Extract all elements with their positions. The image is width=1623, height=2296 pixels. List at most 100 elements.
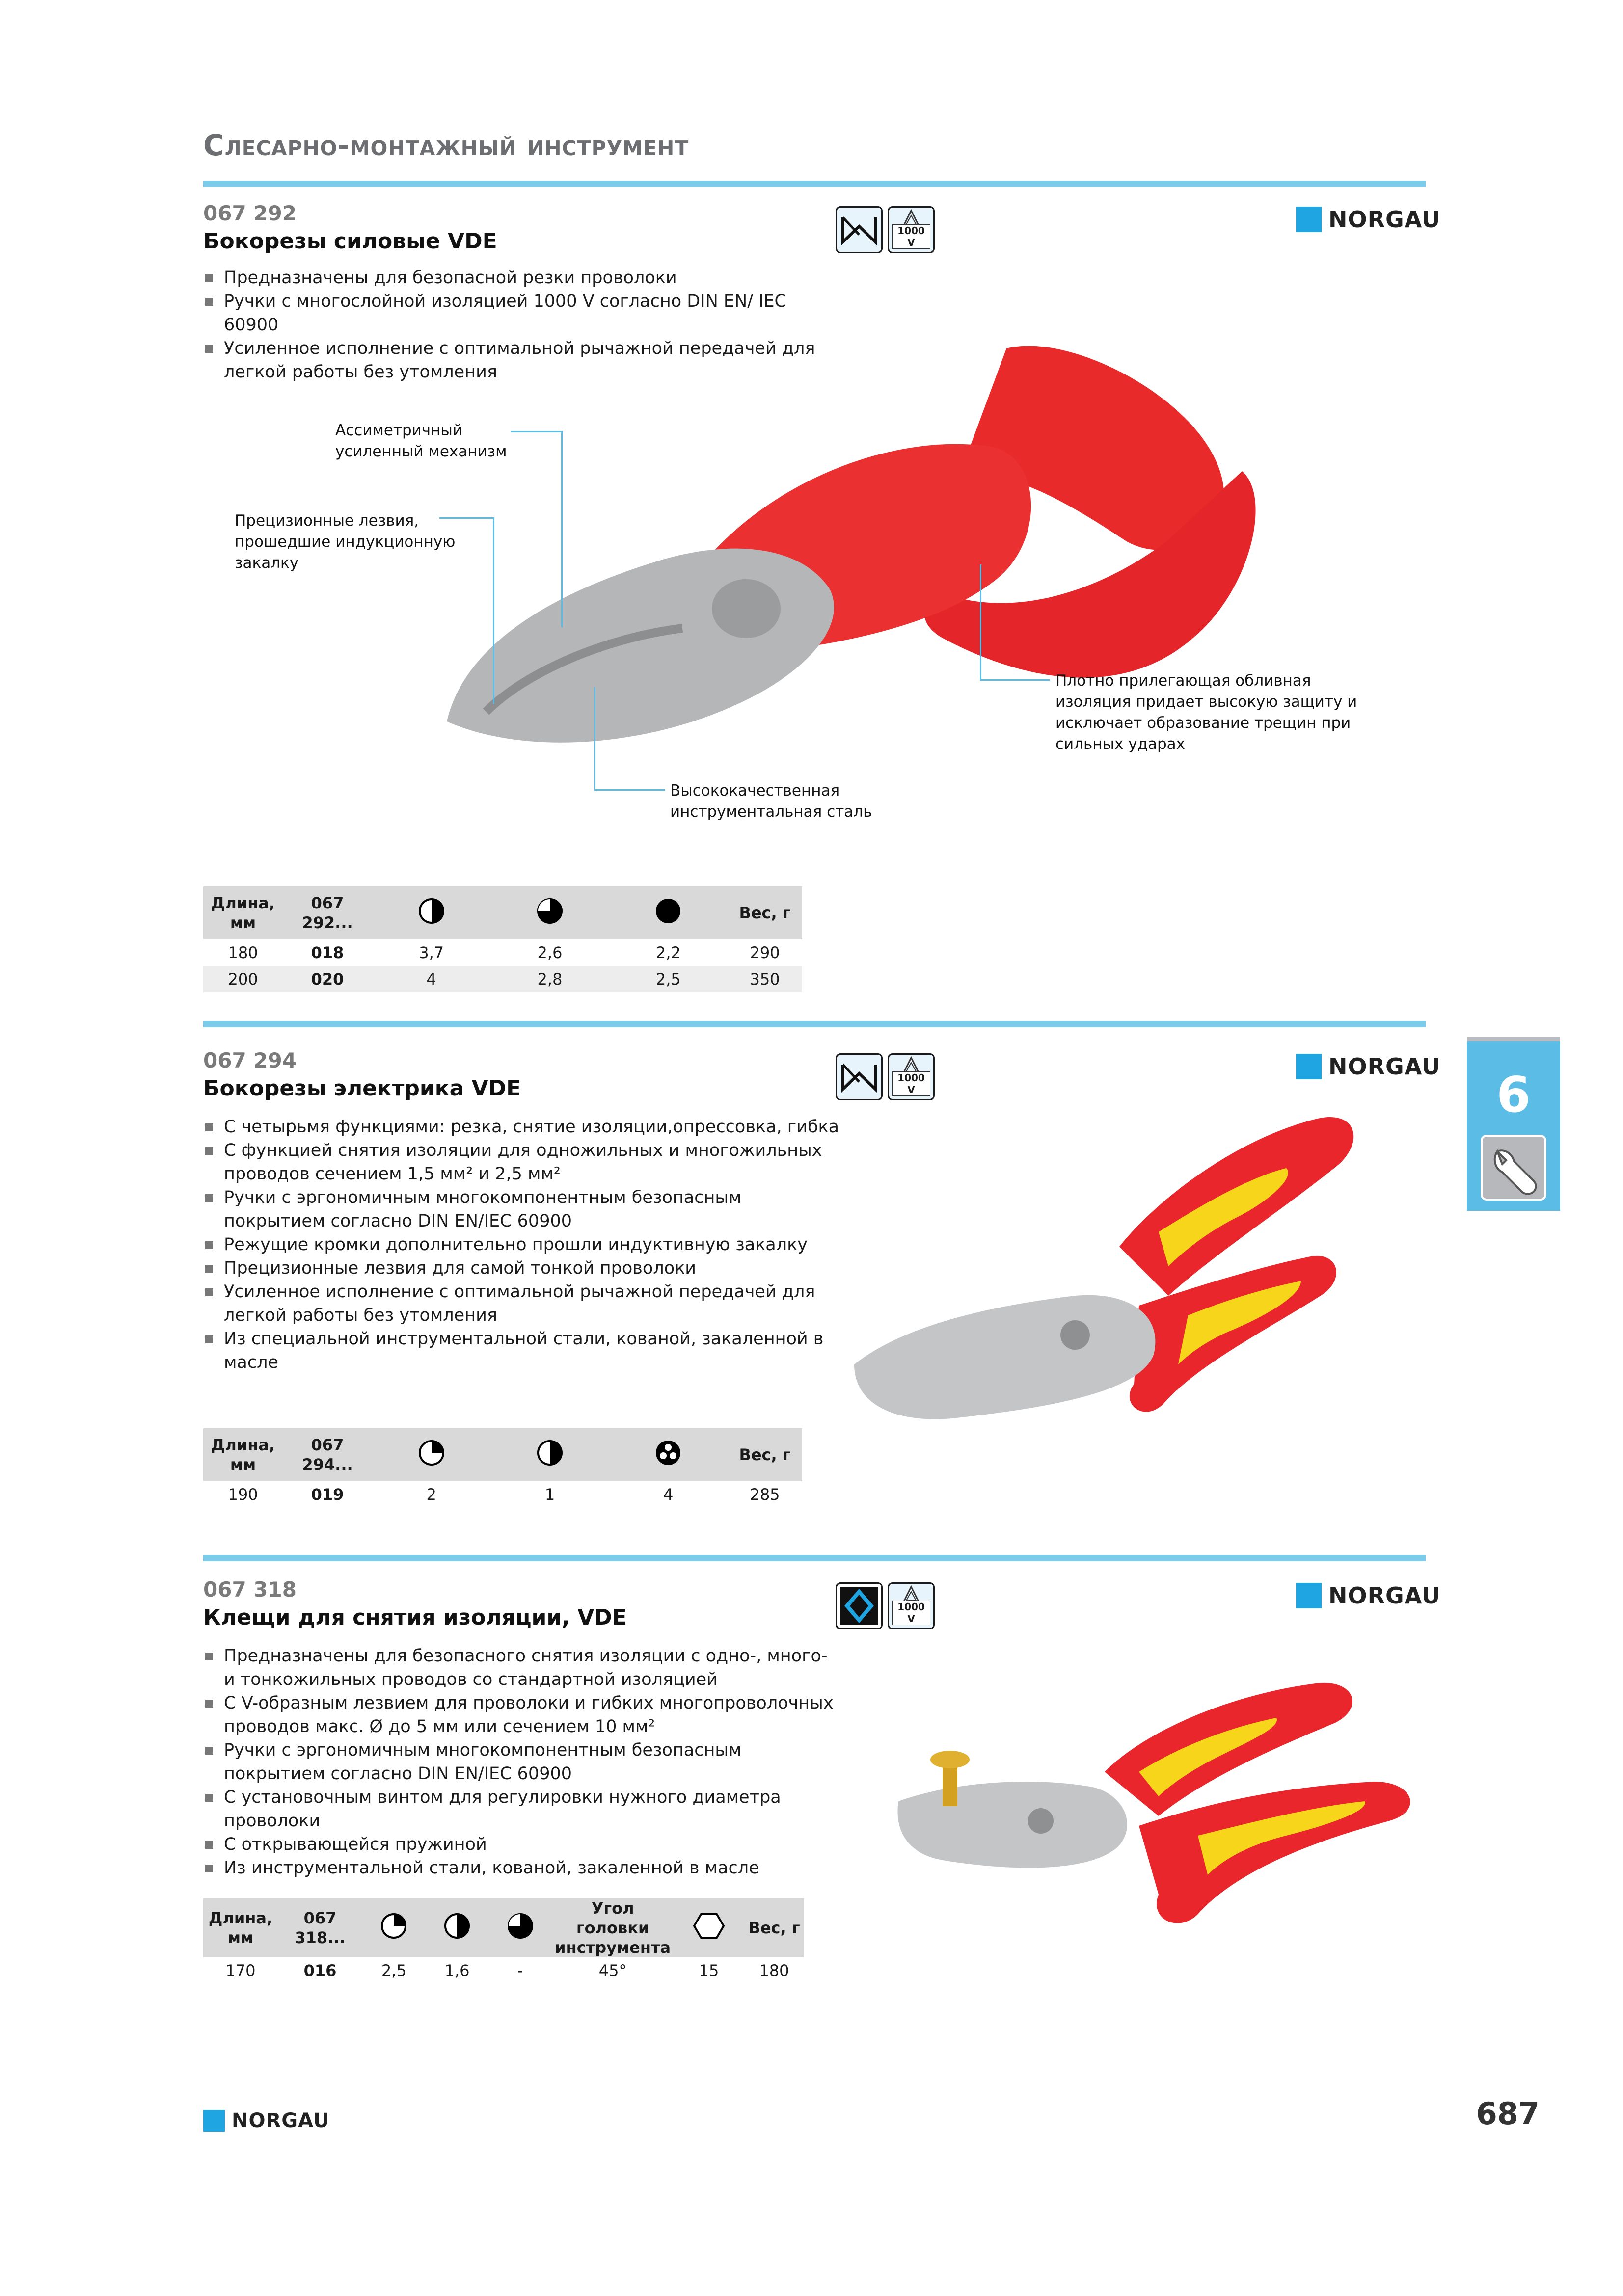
feature-item: Ручки с многослойной изоляцией 1000 V со…	[203, 290, 822, 337]
table-cell: 190	[228, 1485, 258, 1504]
table-row: 180 018 3,7 2,6 2,2 290	[203, 939, 802, 966]
feature-list: С четырьмя функциями: резка, снятие изол…	[203, 1115, 841, 1374]
hexagon-icon	[674, 1898, 744, 1957]
voltage-label: 1000 V	[892, 1071, 930, 1096]
col-header-weight: Вес, г	[728, 886, 802, 939]
product-code: 067 318	[203, 1577, 297, 1602]
section-number: 6	[1496, 1066, 1531, 1123]
table-cell: 016	[303, 1961, 337, 1980]
feature-item: Усиленное исполнение с оптимальной рычаж…	[203, 1280, 841, 1327]
table-cell: 4	[372, 966, 491, 992]
col-header-article: 067 292...	[283, 886, 372, 939]
electrician-cutters-image	[844, 1109, 1360, 1453]
feature-item: Ручки с эргономичным многокомпонентным б…	[203, 1738, 841, 1786]
brand-logo: NORGAU	[1296, 1053, 1440, 1080]
feature-list: Предназначены для безопасной резки прово…	[203, 266, 822, 384]
quarter-circle-icon	[372, 1428, 491, 1481]
callout-steel: Высококачественная инструментальная стал…	[670, 782, 872, 821]
cutting-badge-icon	[836, 206, 883, 253]
product-title: Бокорезы силовые VDE	[203, 229, 497, 254]
table-cell: 3,7	[419, 943, 444, 962]
feature-item: Усиленное исполнение с оптимальной рычаж…	[203, 337, 822, 384]
product-code: 067 292	[203, 201, 297, 225]
voltage-badge: 1000 V	[888, 1053, 935, 1100]
section-tab-top	[1467, 1037, 1560, 1041]
table-row: 190 019 2 1 4 285	[203, 1481, 802, 1508]
brand-name: NORGAU	[1328, 1582, 1441, 1609]
callout-line	[511, 431, 563, 432]
quarter-circle-icon	[362, 1898, 426, 1957]
feature-item: Прецизионные лезвия для самой тонкой про…	[203, 1256, 841, 1280]
table-cell: 2,5	[381, 1961, 406, 1980]
feature-item: С функцией снятия изоляции для одножильн…	[203, 1139, 841, 1186]
half-circle-icon	[490, 1428, 609, 1481]
brand-logo: NORGAU	[1296, 206, 1440, 233]
stripping-badge-icon	[836, 1582, 883, 1629]
col-header-article: 067 294...	[283, 1428, 372, 1481]
table-cell: 018	[311, 943, 344, 962]
feature-list: Предназначены для безопасного снятия изо…	[203, 1644, 841, 1880]
feature-item: Из специальной инструментальной стали, к…	[203, 1327, 841, 1374]
table-cell: -	[517, 1961, 523, 1980]
brand-square-icon	[1296, 1054, 1322, 1079]
footer-brand-name: NORGAU	[232, 2109, 330, 2132]
section-tab[interactable]: 6	[1467, 1041, 1560, 1211]
table-cell: 1	[544, 1485, 555, 1504]
table-cell: 180	[759, 1961, 789, 1980]
table-cell: 2,6	[537, 943, 563, 962]
product-title: Бокорезы электрика VDE	[203, 1076, 521, 1101]
callout-line	[439, 517, 494, 519]
feature-item: Предназначены для безопасной резки прово…	[203, 266, 822, 290]
feature-item: Из инструментальной стали, кованой, зака…	[203, 1856, 841, 1880]
three-quarter-circle-icon	[488, 1898, 552, 1957]
page-title: Слесарно-монтажный инструмент	[203, 129, 689, 162]
feature-item: Ручки с эргономичным многокомпонентным б…	[203, 1186, 841, 1233]
voltage-badge: 1000 V	[888, 1582, 935, 1629]
callout-blades: Прецизионные лезвия, прошедшие индукцион…	[235, 512, 456, 572]
callout-line	[561, 431, 563, 627]
feature-item: Режущие кромки дополнительно прошли инду…	[203, 1233, 841, 1256]
table-cell: 350	[728, 966, 802, 992]
section-divider	[203, 1021, 1426, 1027]
table-cell: 15	[699, 1961, 719, 1980]
spec-table: Длина, мм 067 318... Угол головки инстру…	[203, 1898, 804, 1984]
col-header-head-angle: Угол головки инструмента	[552, 1898, 674, 1957]
table-row: 200 020 4 2,8 2,5 350	[203, 966, 802, 992]
table-cell: 4	[663, 1485, 674, 1504]
callout-line	[594, 789, 665, 791]
table-cell: 45°	[598, 1961, 627, 1980]
col-header-length: Длина, мм	[203, 1428, 283, 1481]
callout-line	[493, 517, 494, 704]
full-circle-icon	[609, 886, 728, 939]
table-cell: 2,2	[655, 943, 681, 962]
section-divider	[203, 181, 1426, 187]
spec-table: Длина, мм 067 292... Вес, г 180 018 3,7 …	[203, 886, 802, 992]
section-divider	[203, 1555, 1426, 1561]
brand-square-icon	[1296, 207, 1322, 232]
table-cell: 200	[203, 966, 283, 992]
feature-item: С открывающейся пружиной	[203, 1833, 841, 1856]
brand-logo: NORGAU	[1296, 1582, 1440, 1609]
table-cell: 170	[225, 1961, 256, 1980]
table-cell: 180	[228, 943, 258, 962]
table-row: 170 016 2,5 1,6 - 45° 15 180	[203, 1957, 804, 1984]
feature-item: С V-образным лезвием для проволоки и гиб…	[203, 1691, 841, 1738]
table-cell: 2,8	[490, 966, 609, 992]
wire-stripper-image	[884, 1639, 1448, 1963]
strand-icon	[609, 1428, 728, 1481]
callout-mechanism: Ассиметричный усиленный механизм	[335, 422, 507, 460]
product-code: 067 294	[203, 1048, 297, 1072]
feature-item: С четырьмя функциями: резка, снятие изол…	[203, 1115, 841, 1139]
voltage-label: 1000 V	[892, 224, 930, 249]
callout-line	[980, 564, 981, 680]
half-circle-icon	[425, 1898, 489, 1957]
table-cell: 1,6	[444, 1961, 470, 1980]
brand-name: NORGAU	[1328, 1053, 1441, 1080]
table-cell: 2	[426, 1485, 436, 1504]
callout-insulation: Плотно прилегающая обливная изоляция при…	[1055, 672, 1357, 753]
spec-table: Длина, мм 067 294... Вес, г 190 019 2 1 …	[203, 1428, 802, 1508]
col-header-length: Длина, мм	[203, 886, 283, 939]
col-header-article: 067 318...	[278, 1898, 362, 1957]
feature-item: Предназначены для безопасного снятия изо…	[203, 1644, 841, 1691]
voltage-label: 1000 V	[892, 1601, 930, 1625]
